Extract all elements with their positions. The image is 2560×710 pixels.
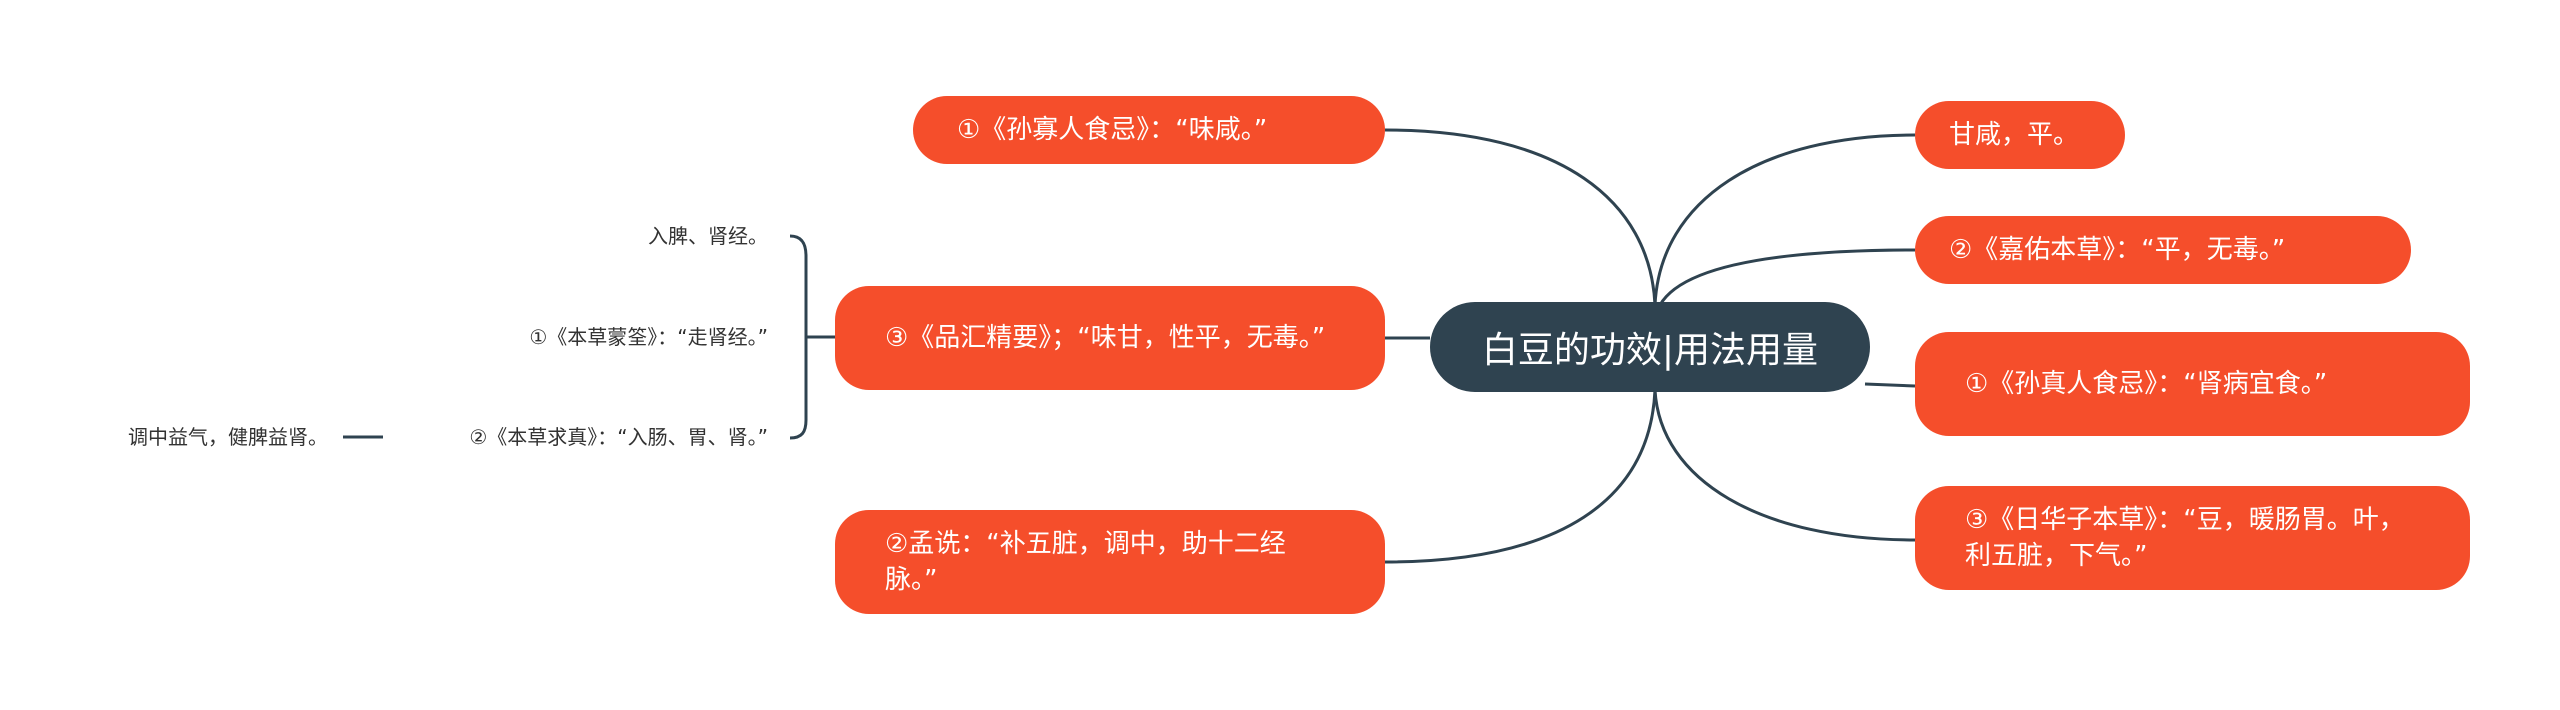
branch-node-right-3[interactable]: ①《孙真人食忌》：“肾病宜食。” xyxy=(1915,332,2470,436)
branch-label: ③《品汇精要》；“味甘，性平，无毒。” xyxy=(885,323,1326,353)
branch-node-right-1[interactable]: 甘咸，平。 xyxy=(1915,101,2125,169)
branch-label: ③《日华子本草》：“豆，暖肠胃。叶，利五脏，下气。” xyxy=(1965,505,2405,571)
branch-label: ②《嘉佑本草》：“平，无毒。” xyxy=(1949,235,2286,265)
branch-node-left-1[interactable]: ①《孙寡人食忌》：“味咸。” xyxy=(913,96,1385,164)
branch-label: ①《孙寡人食忌》：“味咸。” xyxy=(957,115,1268,145)
leaf-text-2[interactable]: ①《本草蒙筌》：“走肾经。” xyxy=(529,325,768,349)
branch-node-left-3[interactable]: ②孟诜：“补五脏，调中，助十二经脉。” xyxy=(835,510,1385,614)
leaf-text-3[interactable]: ②《本草求真》：“入肠、胃、肾。” xyxy=(469,425,768,449)
branch-label: 甘咸，平。 xyxy=(1949,120,2080,150)
link-right-1 xyxy=(1653,133,1916,306)
link-right-4 xyxy=(1653,389,1916,542)
branch-node-right-4[interactable]: ③《日华子本草》：“豆，暖肠胃。叶，利五脏，下气。” xyxy=(1915,486,2470,590)
link-right-3 xyxy=(1864,382,1916,388)
branch-label: ②孟诜：“补五脏，调中，助十二经脉。” xyxy=(885,529,1286,595)
leaf-bracket xyxy=(789,234,808,440)
link-left-3 xyxy=(1384,389,1657,564)
branch-node-left-2[interactable]: ③《品汇精要》；“味甘，性平，无毒。” xyxy=(835,286,1385,390)
root-topic[interactable]: 白豆的功效|用法用量 xyxy=(1430,302,1870,392)
root-topic-label: 白豆的功效|用法用量 xyxy=(1481,330,1819,371)
leaf-text-1[interactable]: 入脾、肾经。 xyxy=(648,224,768,248)
link-right-2 xyxy=(1658,248,1916,306)
branch-label: ①《孙真人食忌》：“肾病宜食。” xyxy=(1965,369,2328,399)
leaf-text-4[interactable]: 调中益气，健脾益肾。 xyxy=(128,425,328,449)
link-left-1 xyxy=(1384,128,1657,306)
branch-node-right-2[interactable]: ②《嘉佑本草》：“平，无毒。” xyxy=(1915,216,2411,284)
